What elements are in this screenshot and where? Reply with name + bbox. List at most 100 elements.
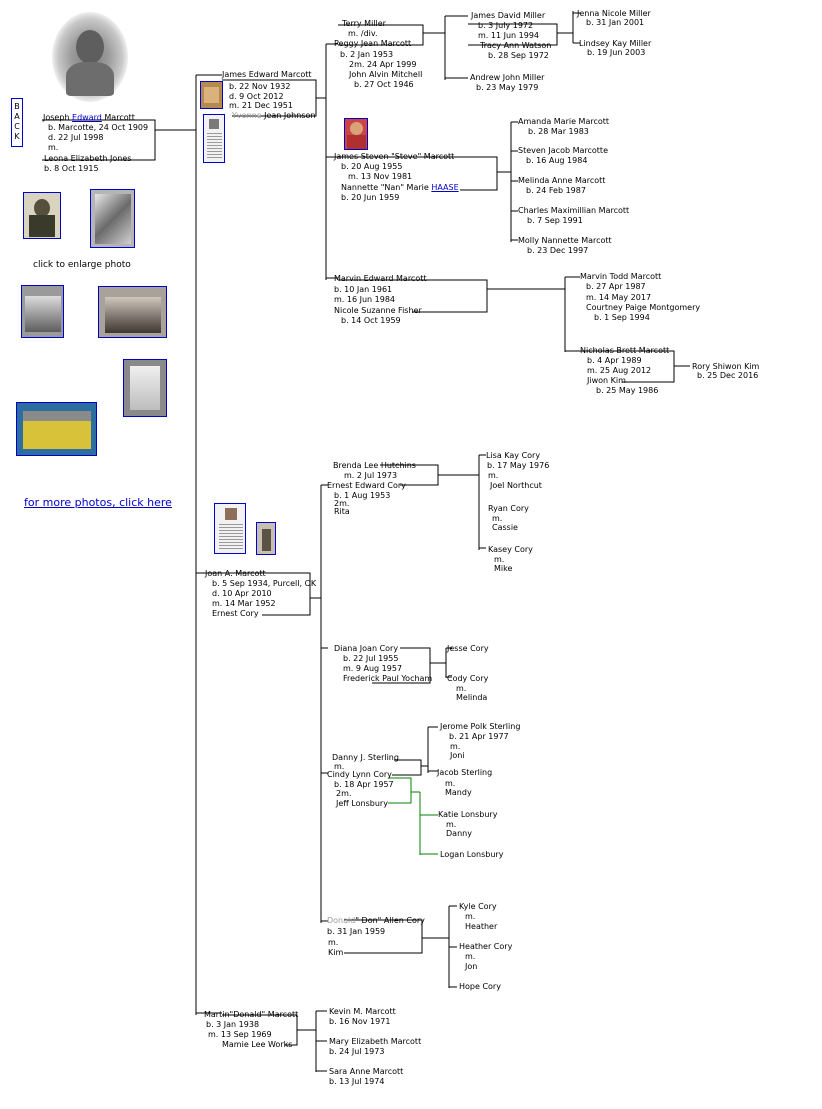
photo-thumbnail[interactable] [123, 359, 167, 417]
person-spouse: Heather [465, 922, 498, 931]
photo-thumbnail[interactable] [21, 285, 64, 338]
person-spouse: Ernest Cory [212, 609, 259, 618]
person-born: b. 28 Mar 1983 [528, 127, 589, 136]
root-name-prefix: Joseph [43, 113, 73, 122]
person-name: Lisa Kay Cory [486, 451, 541, 460]
person-born: b. 31 Jan 1959 [327, 927, 386, 936]
person-born: b. 17 May 1976 [487, 461, 550, 470]
person-name: Joan A. Marcott [205, 569, 266, 578]
person-born: b. 1 Aug 1953 [334, 491, 391, 500]
person-died: d. 10 Apr 2010 [212, 589, 272, 598]
person-name: Melinda Anne Marcott [518, 176, 606, 185]
person-name: Rory Shiwon Kim [692, 362, 760, 371]
person-spouse: Courtney Paige Montgomery [586, 303, 701, 312]
person-born: b. 22 Nov 1932 [229, 82, 291, 91]
person-name: Charles Maximillian Marcott [518, 206, 630, 215]
person-married: 2m. 24 Apr 1999 [349, 60, 417, 69]
person-married: m. 13 Sep 1969 [208, 1030, 272, 1039]
person-married: m. 13 Nov 1981 [348, 172, 413, 181]
photo-thumbnail[interactable] [256, 522, 276, 555]
person-spouse: Mandy [445, 788, 472, 797]
person-spouse: Melinda [456, 693, 488, 702]
person-name: Nicholas Brett Marcott [580, 346, 670, 355]
person-born: b. 10 Jan 1961 [334, 285, 393, 294]
root-married: m. [48, 143, 59, 152]
person-born: b. 27 Apr 1987 [586, 282, 646, 291]
person-name-rest: " Don" Allen Cory [355, 916, 425, 925]
person-name: Kevin M. Marcott [329, 1007, 396, 1016]
person-name: Kyle Cory [459, 902, 497, 911]
document-thumbnail[interactable] [214, 503, 246, 554]
person-name: Heather Cory [459, 942, 513, 951]
person-name: Jesse Cory [447, 644, 489, 653]
person-name: Hope Cory [459, 982, 501, 991]
person-married: m. [492, 514, 503, 523]
person-spouse: Yvonne Jean Johnson [232, 111, 315, 121]
root-name-suffix: Marcott [101, 113, 135, 122]
person-name: Jenna Nicole Miller [577, 9, 651, 18]
root-spouse-born: b. 8 Oct 1915 [44, 164, 99, 173]
back-letter: K [14, 132, 20, 141]
person-name: Ryan Cory [488, 504, 529, 513]
person-born: b. 18 Apr 1957 [334, 780, 394, 789]
person-spouse: Danny [446, 829, 472, 838]
person-name: Lindsey Kay Miller [579, 39, 652, 48]
person-married: m. [328, 938, 339, 947]
root-name-link[interactable]: Edward [72, 113, 102, 122]
person-married: m. [465, 912, 476, 921]
person-spouse: Tracy Ann Watson [480, 41, 552, 50]
person-name: Marvin Edward Marcott [334, 274, 427, 283]
person-married: 2m. [334, 499, 350, 508]
person-born: b. 13 Jul 1974 [329, 1077, 385, 1086]
photo-thumbnail[interactable] [344, 118, 368, 150]
back-letter: A [14, 112, 20, 121]
person-spouse: Kim [328, 948, 344, 957]
enlarge-photo-caption: click to enlarge photo [33, 260, 131, 270]
person-spouse: Mamie Lee Works [222, 1040, 293, 1049]
person-born: b. 24 Jul 1973 [329, 1047, 385, 1056]
person-spouse: Joni [450, 751, 465, 760]
person-name: Logan Lonsbury [440, 850, 504, 859]
more-photos-link[interactable]: for more photos, click here [24, 496, 172, 509]
back-letter: C [14, 122, 20, 131]
person-married: m. [488, 471, 499, 480]
person-spouse: Rita [334, 507, 350, 516]
photo-thumbnail[interactable] [23, 192, 61, 239]
spouse-name: Nannette "Nan" Marie [341, 183, 432, 192]
person-born: b. 21 Apr 1977 [449, 732, 509, 741]
photo-thumbnail[interactable] [16, 402, 97, 456]
person-married: m. [450, 742, 461, 751]
person-born: b. 7 Sep 1991 [527, 216, 583, 225]
person-born: b. 24 Feb 1987 [526, 186, 586, 195]
person-spouse: Mike [494, 564, 513, 573]
person-name: Cindy Lynn Cory [327, 770, 392, 779]
person-spouse: Nannette "Nan" Marie HAASE [341, 183, 459, 193]
person-spouse: Joel Northcut [490, 481, 542, 490]
person-married: m. 14 May 2017 [586, 293, 652, 302]
photo-thumbnail[interactable] [90, 189, 135, 248]
photo-thumbnail[interactable] [98, 286, 167, 338]
spouse-surname-link[interactable]: HAASE [431, 183, 459, 192]
root-born: b. Marcotte, 24 Oct 1909 [48, 123, 149, 132]
person-born: b. 16 Aug 1984 [526, 156, 588, 165]
person-name: Cody Cory [447, 674, 489, 683]
person-name: James Edward Marcott [222, 70, 312, 79]
spouse-faded-name: Yvonne [232, 111, 262, 120]
person-born: b. 3 Jan 1938 [206, 1020, 260, 1029]
person-born: b. 25 Dec 2016 [697, 371, 759, 380]
person-married: m. [494, 555, 505, 564]
person-spouse: Jon [465, 962, 478, 971]
person-married: m. 21 Dec 1951 [229, 101, 293, 110]
person-spouse-born: b. 28 Sep 1972 [488, 51, 549, 60]
person-name: Kasey Cory [488, 545, 533, 554]
person-born: b. 4 Apr 1989 [587, 356, 642, 365]
document-thumbnail[interactable] [203, 114, 225, 163]
person-spouse: Frederick Paul Yocham [343, 674, 433, 683]
person-name: Andrew John Miller [470, 73, 545, 82]
person-name: Molly Nannette Marcott [518, 236, 612, 245]
photo-thumbnail[interactable] [200, 81, 223, 109]
person-born: b. 2 Jan 1953 [340, 50, 394, 59]
back-button[interactable]: B A C K [11, 98, 23, 147]
person-married: m. [456, 684, 467, 693]
